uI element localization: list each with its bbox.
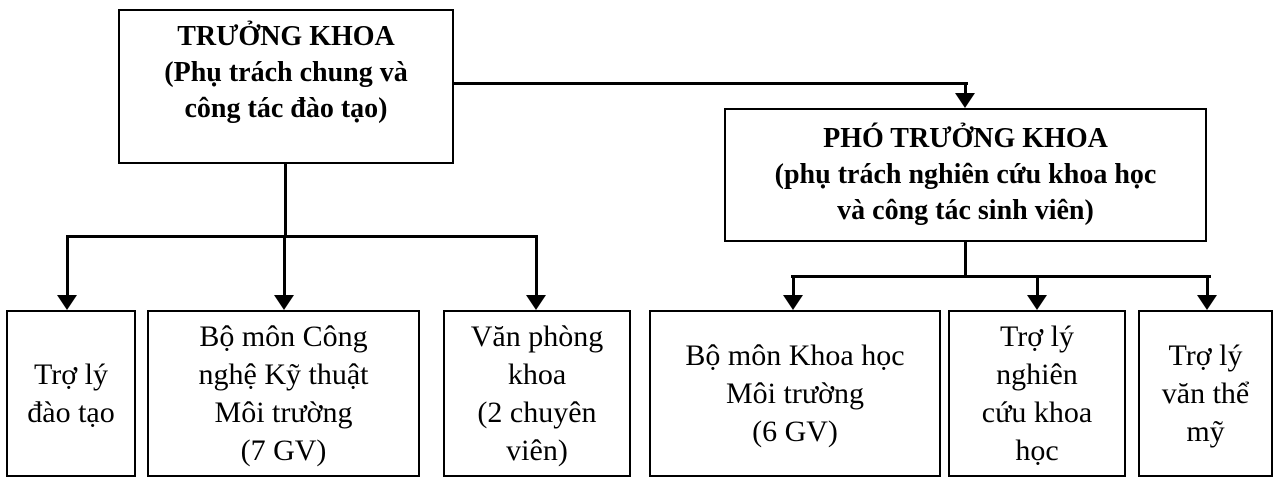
node-research-assistant-label: Trợ lý nghiên cứu khoa học	[981, 319, 1093, 467]
node-culture-sports-assistant: Trợ lý văn thể mỹ	[1138, 310, 1273, 477]
connector-drop-faculty-office	[535, 237, 538, 296]
arrow-down-icon	[526, 295, 546, 310]
connector-drop-training-assistant	[66, 237, 69, 296]
connector-dean-children-horizontal	[66, 235, 538, 238]
connector-drop-environmental-engineering-dept	[283, 237, 286, 296]
node-vice-dean-label: PHÓ TRƯỞNG KHOA (phụ trách nghiên cứu kh…	[774, 123, 1157, 226]
arrow-down-icon	[783, 295, 803, 310]
connector-drop-research-assistant	[1036, 277, 1039, 296]
arrow-down-icon	[1027, 295, 1047, 310]
node-faculty-office-label: Văn phòng khoa (2 chuyên viên)	[470, 319, 604, 467]
node-environmental-engineering-dept-label: Bộ môn Công nghệ Kỹ thuật Môi trường (7 …	[198, 319, 369, 467]
node-environmental-science-dept: Bộ môn Khoa học Môi trường (6 GV)	[649, 310, 941, 477]
connector-dean-to-vice-dean-horizontal	[454, 82, 968, 85]
connector-dean-vertical	[284, 163, 287, 238]
node-faculty-office: Văn phòng khoa (2 chuyên viên)	[443, 310, 631, 477]
connector-vice-dean-vertical	[964, 241, 967, 278]
node-environmental-science-dept-label: Bộ môn Khoa học Môi trường (6 GV)	[685, 338, 905, 448]
node-culture-sports-assistant-label: Trợ lý văn thể mỹ	[1161, 338, 1250, 448]
node-dean-label: TRƯỞNG KHOA (Phụ trách chung và công tác…	[164, 21, 408, 124]
node-environmental-engineering-dept: Bộ môn Công nghệ Kỹ thuật Môi trường (7 …	[147, 310, 420, 477]
arrow-down-icon	[274, 295, 294, 310]
node-training-assistant: Trợ lý đào tạo	[6, 310, 136, 477]
connector-drop-environmental-science-dept	[792, 277, 795, 296]
node-vice-dean: PHÓ TRƯỞNG KHOA (phụ trách nghiên cứu kh…	[724, 108, 1207, 242]
connector-dean-to-vice-dean-stem	[964, 82, 967, 95]
node-research-assistant: Trợ lý nghiên cứu khoa học	[948, 310, 1126, 477]
arrow-down-icon	[955, 93, 975, 108]
connector-drop-culture-sports-assistant	[1206, 277, 1209, 296]
node-training-assistant-label: Trợ lý đào tạo	[27, 357, 115, 429]
node-dean: TRƯỞNG KHOA (Phụ trách chung và công tác…	[118, 9, 454, 164]
connector-vice-dean-children-horizontal	[791, 275, 1211, 278]
arrow-down-icon	[1197, 295, 1217, 310]
arrow-down-icon	[57, 295, 77, 310]
